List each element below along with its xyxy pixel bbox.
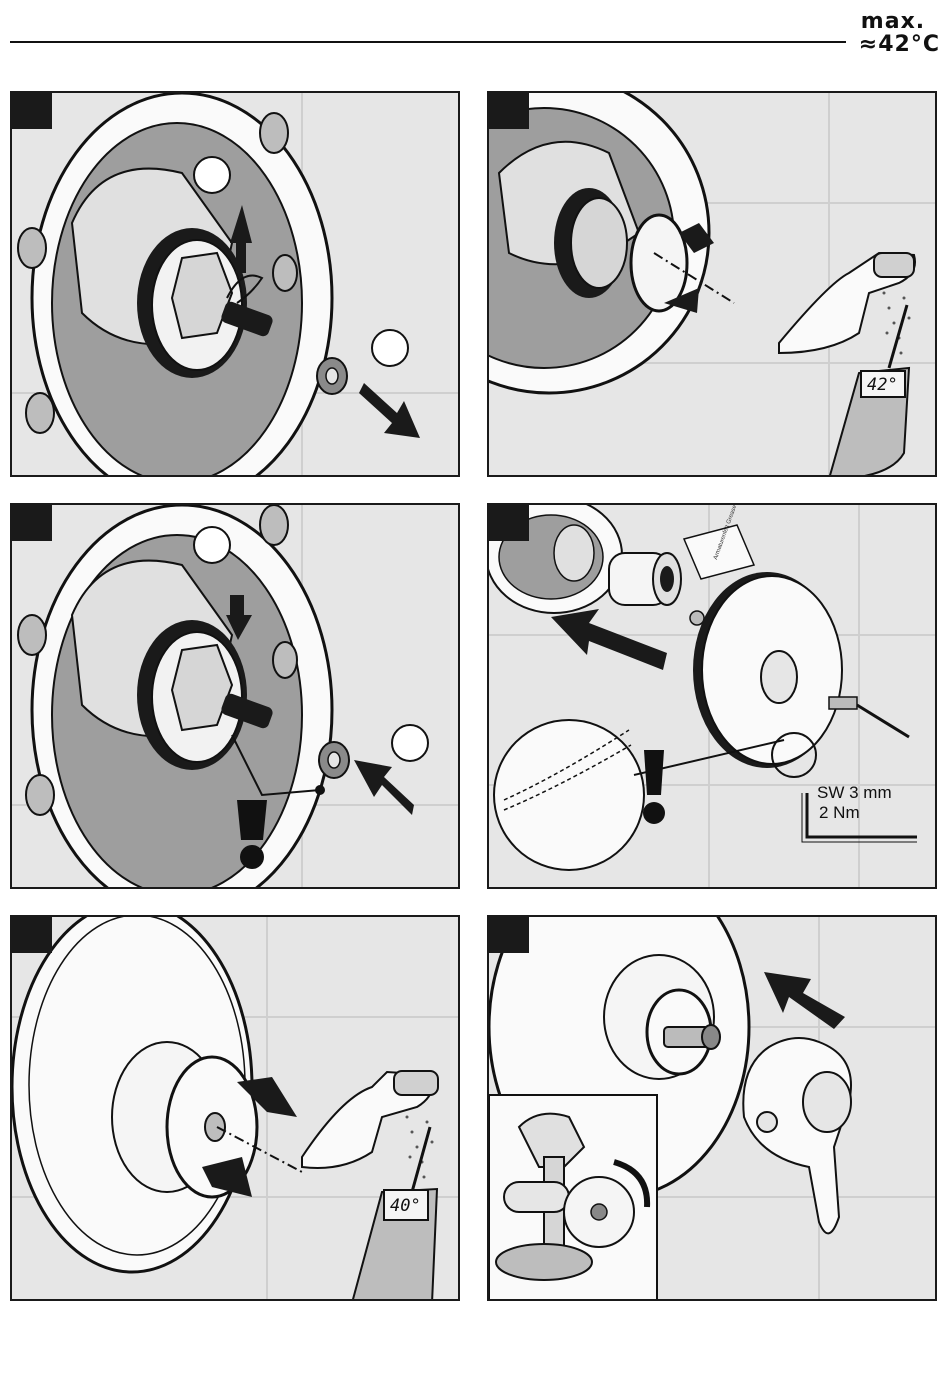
step-2-badge (489, 93, 529, 129)
thermometer-reading: 42° (867, 375, 898, 395)
header-rule (10, 41, 846, 43)
step-2-panel: 42° (487, 91, 937, 477)
tightening-torque: 2 Nm (819, 803, 860, 822)
lever-handle-icon (743, 1038, 851, 1233)
hex-key-size: SW 3 mm (817, 783, 892, 802)
max-temperature-label: max. ≈42°C (859, 10, 940, 56)
step-4-panel: Armaturenfett Grease SW 3 mm 2 Nm (487, 503, 937, 889)
thermometer-reading: 40° (390, 1196, 421, 1216)
temperature-value: ≈42°C (859, 33, 940, 56)
step-2-illustration: 42° (489, 93, 937, 477)
step-1-illustration (12, 93, 460, 477)
step-4-illustration: Armaturenfett Grease SW 3 mm 2 Nm (489, 505, 937, 889)
shower-head-icon (874, 253, 914, 277)
max-label: max. (859, 10, 940, 33)
remove-arrow-icon (359, 383, 420, 438)
step-3-panel (10, 503, 460, 889)
step-1-badge (12, 93, 52, 129)
insert-arrow-icon (354, 760, 414, 815)
step-3-badge (12, 505, 52, 541)
step-5-badge (12, 917, 52, 953)
step-5-panel: 40° (10, 915, 460, 1301)
step-1-panel (10, 91, 460, 477)
step-6-badge (489, 917, 529, 953)
step-3-illustration (12, 505, 460, 889)
assemble-arrow-icon (551, 609, 667, 670)
shower-head-icon (394, 1071, 438, 1095)
caution-exclamation-icon (237, 800, 267, 840)
caution-exclamation-icon (644, 750, 664, 795)
step-4-badge (489, 505, 529, 541)
step-5-illustration: 40° (12, 917, 460, 1301)
step-6-illustration (489, 917, 937, 1301)
insert-lever-arrow-icon (764, 972, 845, 1029)
step-6-panel (487, 915, 937, 1301)
